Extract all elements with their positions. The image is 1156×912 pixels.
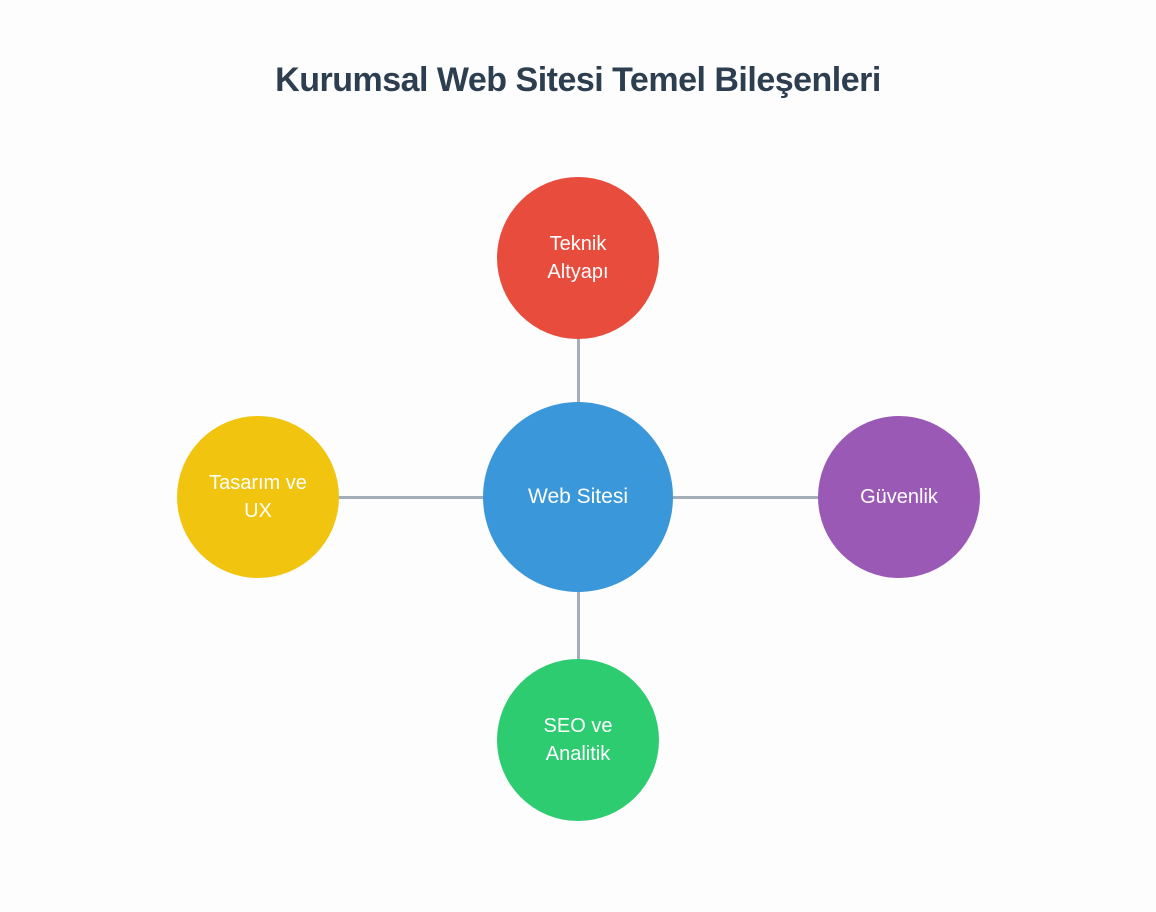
node-teknik-altyapi: Teknik Altyapı (497, 177, 659, 339)
connector-center-to-right (578, 496, 900, 499)
node-web-sitesi: Web Sitesi (483, 402, 673, 592)
node-teknik-altyapi-label: Teknik Altyapı (547, 233, 609, 283)
connector-center-to-top (577, 258, 580, 498)
node-tasarim-ve-ux: Tasarım ve UX (177, 416, 339, 578)
node-seo-ve-analitik: SEO ve Analitik (497, 659, 659, 821)
node-guvenlik-label: Güvenlik (860, 486, 938, 508)
node-guvenlik: Güvenlik (818, 416, 980, 578)
node-web-sitesi-label: Web Sitesi (528, 485, 628, 509)
node-tasarim-ve-ux-label: Tasarım ve UX (209, 472, 307, 522)
node-seo-ve-analitik-label: SEO ve Analitik (543, 715, 613, 765)
connector-center-to-left (258, 496, 580, 499)
connector-center-to-bottom (577, 497, 580, 741)
page-title: Kurumsal Web Sitesi Temel Bileşenleri (275, 61, 881, 99)
